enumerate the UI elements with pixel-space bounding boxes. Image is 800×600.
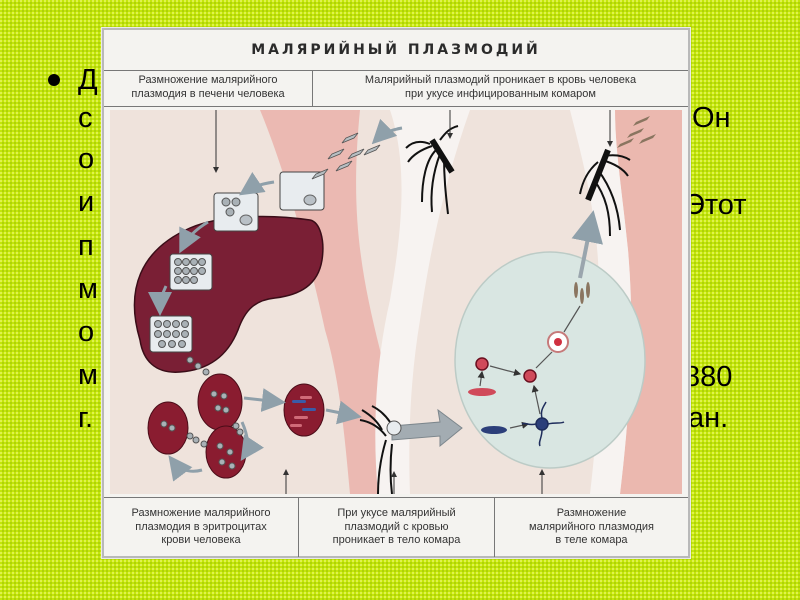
bullet-icon xyxy=(48,74,60,86)
ookinete xyxy=(521,401,565,447)
text-line-1-left: Д xyxy=(78,64,98,96)
text-line-9-left: г. xyxy=(78,402,94,434)
mosquito-icon xyxy=(579,148,631,237)
text-line-6-left: м xyxy=(78,273,98,305)
caption-erythrocyte-stage: Размножение малярийного плазмодия в эрит… xyxy=(131,506,271,547)
top-captions: Размножение малярийного плазмодия в пече… xyxy=(104,70,688,107)
text-line-4-right: Этот xyxy=(684,189,747,221)
caption-mosquito-bite-infection: Малярийный плазмодий проникает в кровь ч… xyxy=(312,70,688,106)
mosquito-icon xyxy=(359,405,393,494)
text-line-9-right: ан. xyxy=(688,402,729,434)
text-line-8-right: 880 xyxy=(684,361,733,393)
text-line-2-right: Он xyxy=(692,102,731,134)
text-line-3-left: о xyxy=(78,143,95,175)
text-line-8-left: м xyxy=(78,359,98,391)
caption-liver-stage: Размножение малярийного плазмодия в пече… xyxy=(131,74,285,100)
life-cycle-illustration xyxy=(110,110,682,494)
figure-title: МАЛЯРИЙНЫЙ ПЛАЗМОДИЙ xyxy=(104,30,688,71)
mosquito-icon xyxy=(405,125,459,215)
caption-mosquito-stage: Размножение малярийного плазмодия в теле… xyxy=(494,498,688,557)
text-line-7-left: о xyxy=(78,316,95,348)
malaria-plasmodium-figure: МАЛЯРИЙНЫЙ ПЛАЗМОДИЙ Размножение малярий… xyxy=(102,28,690,558)
text-line-5-left: п xyxy=(78,230,94,262)
bottom-captions: Размножение малярийного плазмодия в эрит… xyxy=(104,497,688,557)
erythrocytes xyxy=(147,356,362,482)
text-line-4-left: и xyxy=(78,186,95,218)
text-line-2-left: с xyxy=(78,102,93,134)
caption-mosquito-blood-meal: При укусе малярийный плазмодий с кровью … xyxy=(298,498,494,557)
